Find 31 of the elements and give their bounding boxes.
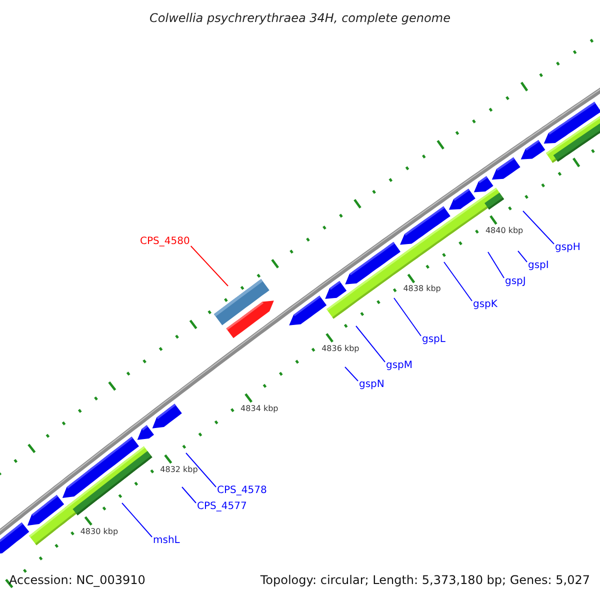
position-label: 4836 kbp xyxy=(322,344,360,354)
position-label: 4832 kbp xyxy=(160,465,198,476)
gene-label: CPS_4578 xyxy=(217,485,267,497)
gene-label: gspN xyxy=(359,379,384,391)
leader-line xyxy=(344,366,358,382)
accession-note: Accession: NC_003910 xyxy=(9,573,146,587)
gene-label: gspL xyxy=(422,334,446,346)
leader-line xyxy=(182,486,196,504)
gene-label: gspK xyxy=(473,299,498,311)
leader-line xyxy=(122,502,152,538)
gene-label: gspJ xyxy=(505,276,526,288)
position-label: 4840 kbp xyxy=(485,226,524,236)
position-label: 4834 kbp xyxy=(240,404,278,414)
gene-label: CPS_4577 xyxy=(197,501,247,513)
gene-label: CPS_4580 xyxy=(140,236,190,248)
leader-line xyxy=(518,250,528,262)
position-label: 4830 kbp xyxy=(80,526,118,537)
gene-label: mshL xyxy=(153,535,180,547)
leader-line xyxy=(394,298,422,336)
genome-summary-note: Topology: circular; Length: 5,373,180 bp; Genes: 5,027 xyxy=(260,573,590,587)
leader-line xyxy=(356,326,386,362)
leader-line xyxy=(186,452,216,488)
gene-label: gspH xyxy=(555,242,580,254)
gene-label: gspM xyxy=(386,360,413,372)
gene-label: gspI xyxy=(528,260,549,272)
position-label: 4838 kbp xyxy=(403,284,441,294)
diagram-title: Colwellia psychrerythraea 34H, complete genome xyxy=(148,11,452,25)
leader-line xyxy=(444,262,472,302)
leader-line xyxy=(488,252,504,278)
leader-line xyxy=(190,246,228,286)
leader-line xyxy=(522,210,554,244)
